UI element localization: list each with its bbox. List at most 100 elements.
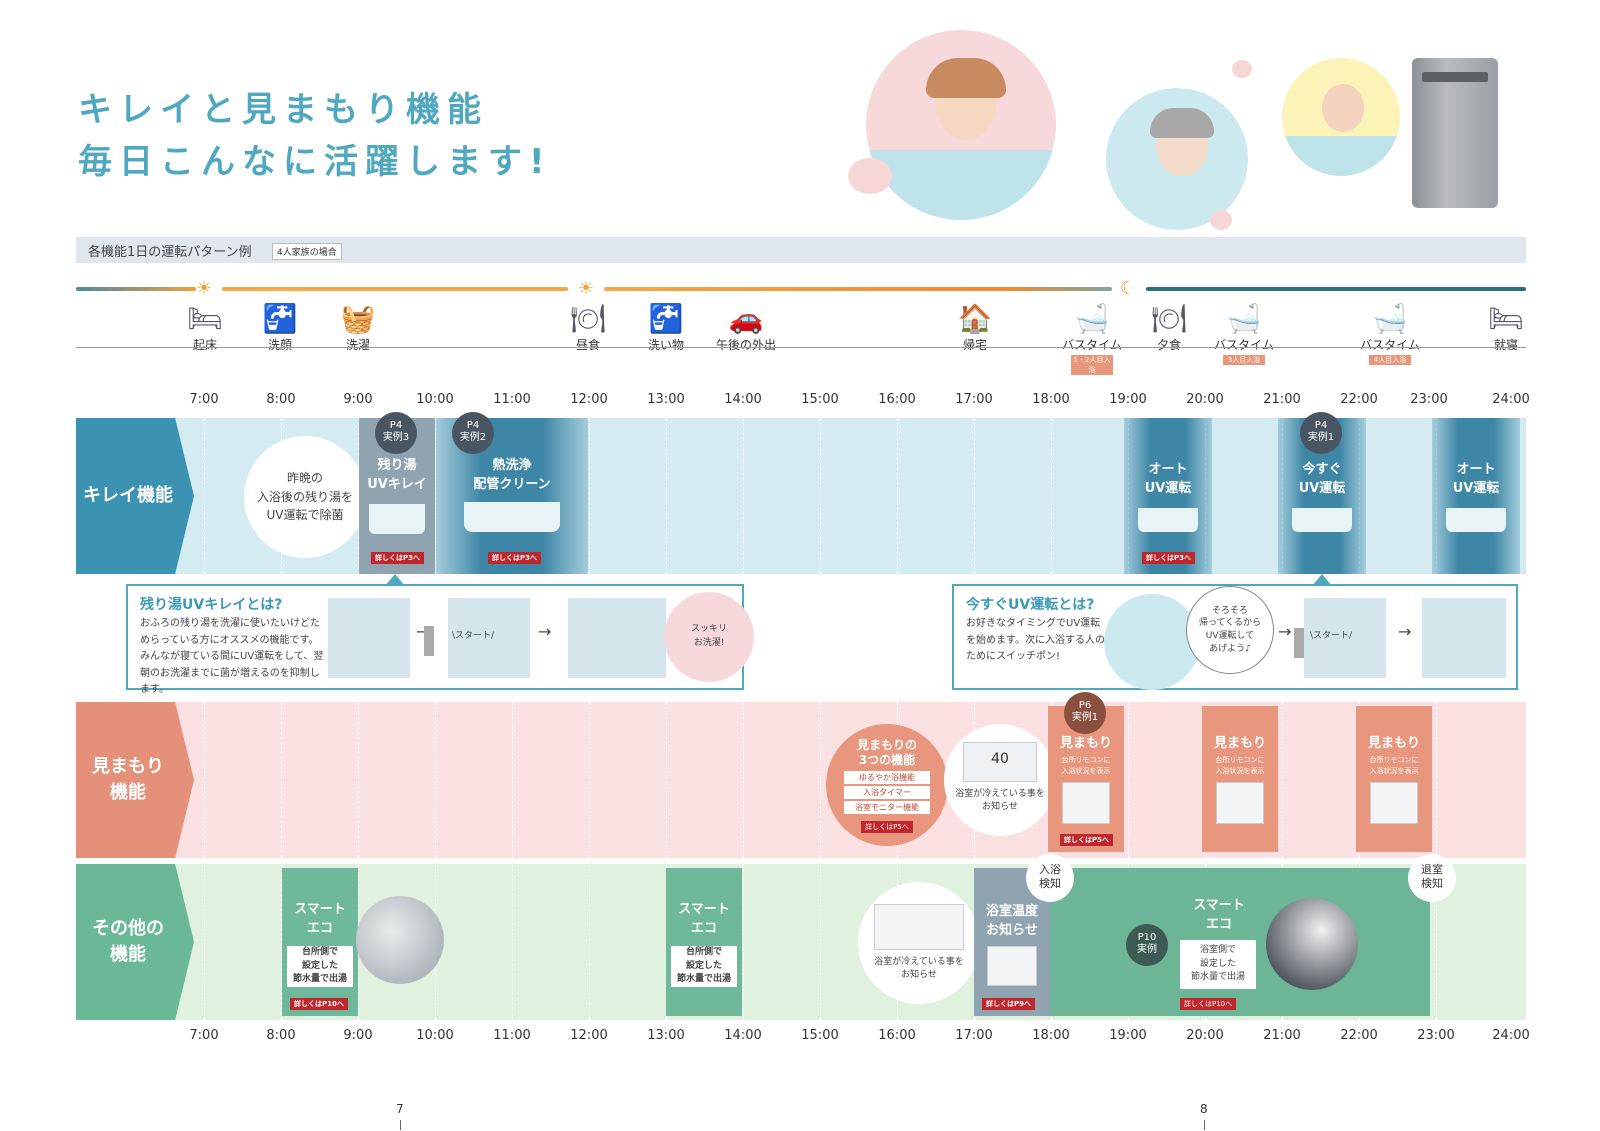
schedule-header-title: 各機能1日の運転パターン例 [88, 245, 252, 260]
activity-bath-1: 🛁 バスタイム 1・2人目入浴 [1054, 302, 1130, 375]
time-label: 14:00 [724, 1028, 762, 1043]
example-tag: P4 実例1 [1300, 412, 1342, 454]
time-label: 10:00 [416, 392, 454, 407]
time-label: 19:00 [1109, 1028, 1147, 1043]
info-body: おふろの残り湯を洗濯に使いたいけどためらっている方にオススメの機能です。みんなが… [140, 618, 324, 695]
time-label: 10:00 [416, 1028, 454, 1043]
kirei-label: キレイ機能 [76, 418, 194, 574]
dishwashing-icon: 🚰 [648, 302, 684, 335]
page-number-right: 8 [1200, 1102, 1208, 1116]
activity-laundry: 🧺 洗濯 [330, 302, 386, 353]
mimamori-box-2: 見まもり 台所リモコンに 入浴状況を表示 [1202, 706, 1278, 852]
activity-lunch: 🍽 昼食 [560, 302, 616, 353]
activity-return-home: 🏠 帰宅 [940, 302, 1010, 353]
kitchen-faucet-image [356, 896, 444, 984]
illustration-bath-woman [866, 30, 1056, 220]
activity-bath-3: 🛁 バスタイム 4人目入浴 [1352, 302, 1428, 365]
bathtub-icon [369, 504, 425, 534]
smart-eco-desc: 浴室側で 設定した 節水量で出湯 [1180, 940, 1256, 989]
auto-uv-box-2: オート UV運転 [1432, 418, 1520, 574]
woman-remote-illustration [1104, 594, 1200, 690]
time-label: 15:00 [801, 392, 839, 407]
time-label: 11:00 [493, 1028, 531, 1043]
callout-pointer [1312, 574, 1332, 586]
time-axis-top: 7:00 8:00 9:00 10:00 11:00 12:00 13:00 1… [0, 392, 1600, 410]
room-exit-detect: 退室 検知 [1408, 854, 1456, 902]
bathtub-illustration [1422, 598, 1506, 678]
kitchen-remote-icon [1216, 782, 1264, 824]
time-label: 9:00 [343, 1028, 373, 1043]
example-tag: P4 実例3 [375, 412, 417, 454]
page-tick [400, 1120, 401, 1130]
activity-sleep: 🛏 就寝 [1484, 302, 1528, 353]
speech-bubble: そろそろ 帰ってくるから UV運転して あげよう♪ [1186, 586, 1274, 674]
time-label: 20:00 [1186, 1028, 1224, 1043]
instant-uv-info: 今すぐUV運転とは? お好きなタイミングでUV運転を始めます。次に入浴する人のた… [952, 584, 1518, 690]
time-label: 16:00 [878, 1028, 916, 1043]
bathtub-icon [1292, 508, 1352, 532]
activity-outing: 🚗 午後の外出 [706, 302, 786, 353]
water-heater-image [1412, 58, 1498, 208]
example-tag: P10 実例 [1126, 924, 1168, 966]
cloud-decoration [848, 158, 892, 194]
time-label: 12:00 [570, 1028, 608, 1043]
mimamori-band [76, 702, 1526, 858]
arrow-icon: → [1278, 622, 1292, 641]
activity-dinner: 🍽 夕食 [1144, 302, 1194, 353]
washing-machine-illustration [568, 598, 666, 678]
time-label: 23:00 [1410, 392, 1448, 407]
uv-leftover-bubble: 昨晩の 入浴後の残り湯を UV運転で除菌 [244, 436, 366, 558]
detail-link[interactable]: 詳しくはP10へ [1180, 998, 1237, 1010]
bath-icon: 🛁 [1372, 302, 1408, 335]
time-label: 7:00 [189, 1028, 219, 1043]
time-label: 22:00 [1340, 392, 1378, 407]
time-label: 15:00 [801, 1028, 839, 1043]
page-tick [1204, 1120, 1205, 1130]
bath-remote-circle: 40 浴室が冷えている事を お知らせ [944, 724, 1056, 836]
shower-head-image [1266, 898, 1358, 990]
mimamori-label: 見まもり 機能 [76, 702, 194, 858]
bathtub-icon [464, 502, 560, 532]
time-of-day-line [76, 287, 196, 291]
time-label: 18:00 [1032, 392, 1070, 407]
time-of-day-line [222, 287, 568, 291]
kitchen-remote-icon [1062, 782, 1110, 824]
time-label: 8:00 [266, 1028, 296, 1043]
info-heading: 今すぐUV運転とは? [966, 597, 1095, 613]
leftover-uv-info: 残り湯UVキレイとは? おふろの残り湯を洗濯に使いたいけどためらっている方にオス… [126, 584, 754, 695]
time-label: 19:00 [1109, 392, 1147, 407]
moon-icon: ☾ [1119, 278, 1137, 299]
time-label: 13:00 [647, 392, 685, 407]
time-label: 22:00 [1340, 1028, 1378, 1043]
bathroom-cold-circle: 浴室が冷えている事を お知らせ [858, 882, 980, 1004]
time-of-day-line [604, 287, 1112, 291]
bath-enter-detect: 入浴 検知 [1026, 854, 1074, 902]
bathtub-illustration: \スタート/ [1304, 598, 1386, 678]
time-label: 24:00 [1492, 1028, 1530, 1043]
time-label: 23:00 [1417, 1028, 1455, 1043]
schedule-header: 各機能1日の運転パターン例 4人家族の場合 [76, 237, 1526, 263]
time-label: 18:00 [1032, 1028, 1070, 1043]
bathtub-illustration [328, 598, 410, 678]
meal-icon: 🍽 [1151, 302, 1187, 335]
page-title-line1: キレイと見まもり機能 [78, 90, 488, 130]
smart-eco-box-1: スマート エコ 台所側で 設定した 節水量で出湯 詳しくはP10へ [282, 868, 358, 1016]
sun-icon: ☀ [577, 278, 595, 299]
time-of-day-line [1146, 287, 1526, 291]
car-icon: 🚗 [728, 302, 764, 335]
activity-dishes: 🚰 洗い物 [636, 302, 696, 353]
laundry-icon: 🧺 [340, 302, 376, 335]
other-label: その他の 機能 [76, 864, 194, 1020]
arrow-icon: → [538, 622, 552, 641]
home-icon: 🏠 [957, 302, 993, 335]
illustration-bath-man [1282, 58, 1400, 176]
bath-temp-box: 浴室温度 お知らせ 詳しくはP9へ [974, 868, 1050, 1016]
info-body: お好きなタイミングでUV運転を始めます。次に入浴する人のためにスイッチポン! [966, 618, 1105, 662]
bath-icon: 🛁 [1074, 302, 1110, 335]
page-title-line2: 毎日こんなに活躍します! [78, 142, 552, 182]
time-axis-bottom: 7:00 8:00 9:00 10:00 11:00 12:00 13:00 1… [0, 1028, 1600, 1046]
time-label: 17:00 [955, 392, 993, 407]
page-number-left: 7 [396, 1102, 404, 1116]
time-label: 9:00 [343, 392, 373, 407]
activity-face-wash: 🚰 洗顔 [252, 302, 308, 353]
